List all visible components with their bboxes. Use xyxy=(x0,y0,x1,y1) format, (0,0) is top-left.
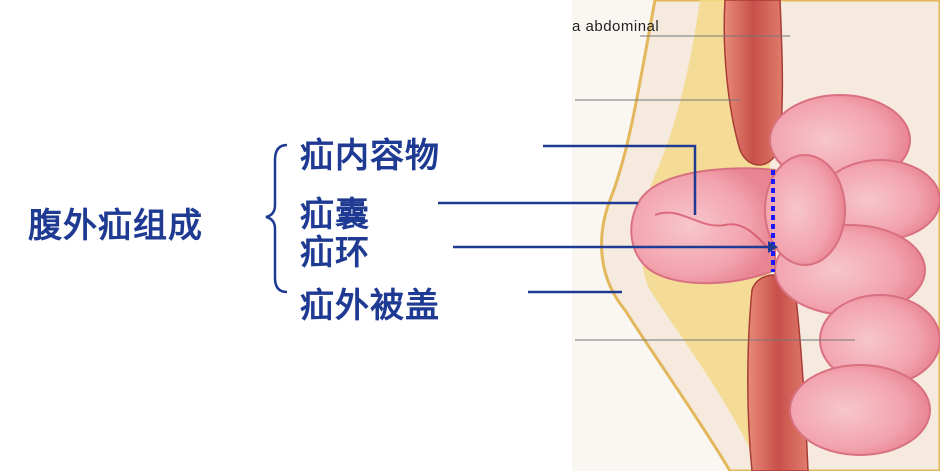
brace xyxy=(265,143,288,294)
intestine-loops xyxy=(764,94,940,456)
illustration-label: a abdominal xyxy=(572,18,660,35)
part-hernia-sac: 疝囊 xyxy=(300,195,370,235)
hernia-sac-intestine xyxy=(630,167,776,285)
arrowhead-hernia-ring xyxy=(768,241,778,253)
part-hernia-covering: 疝外被盖 xyxy=(300,286,440,326)
leader-hernia-contents xyxy=(543,144,697,215)
diagram-title: 腹外疝组成 xyxy=(28,206,203,246)
part-hernia-ring: 疝环 xyxy=(300,233,370,273)
upper-muscle xyxy=(723,0,784,166)
part-hernia-contents: 疝内容物 xyxy=(300,136,440,176)
intestine-vessel xyxy=(654,211,771,251)
